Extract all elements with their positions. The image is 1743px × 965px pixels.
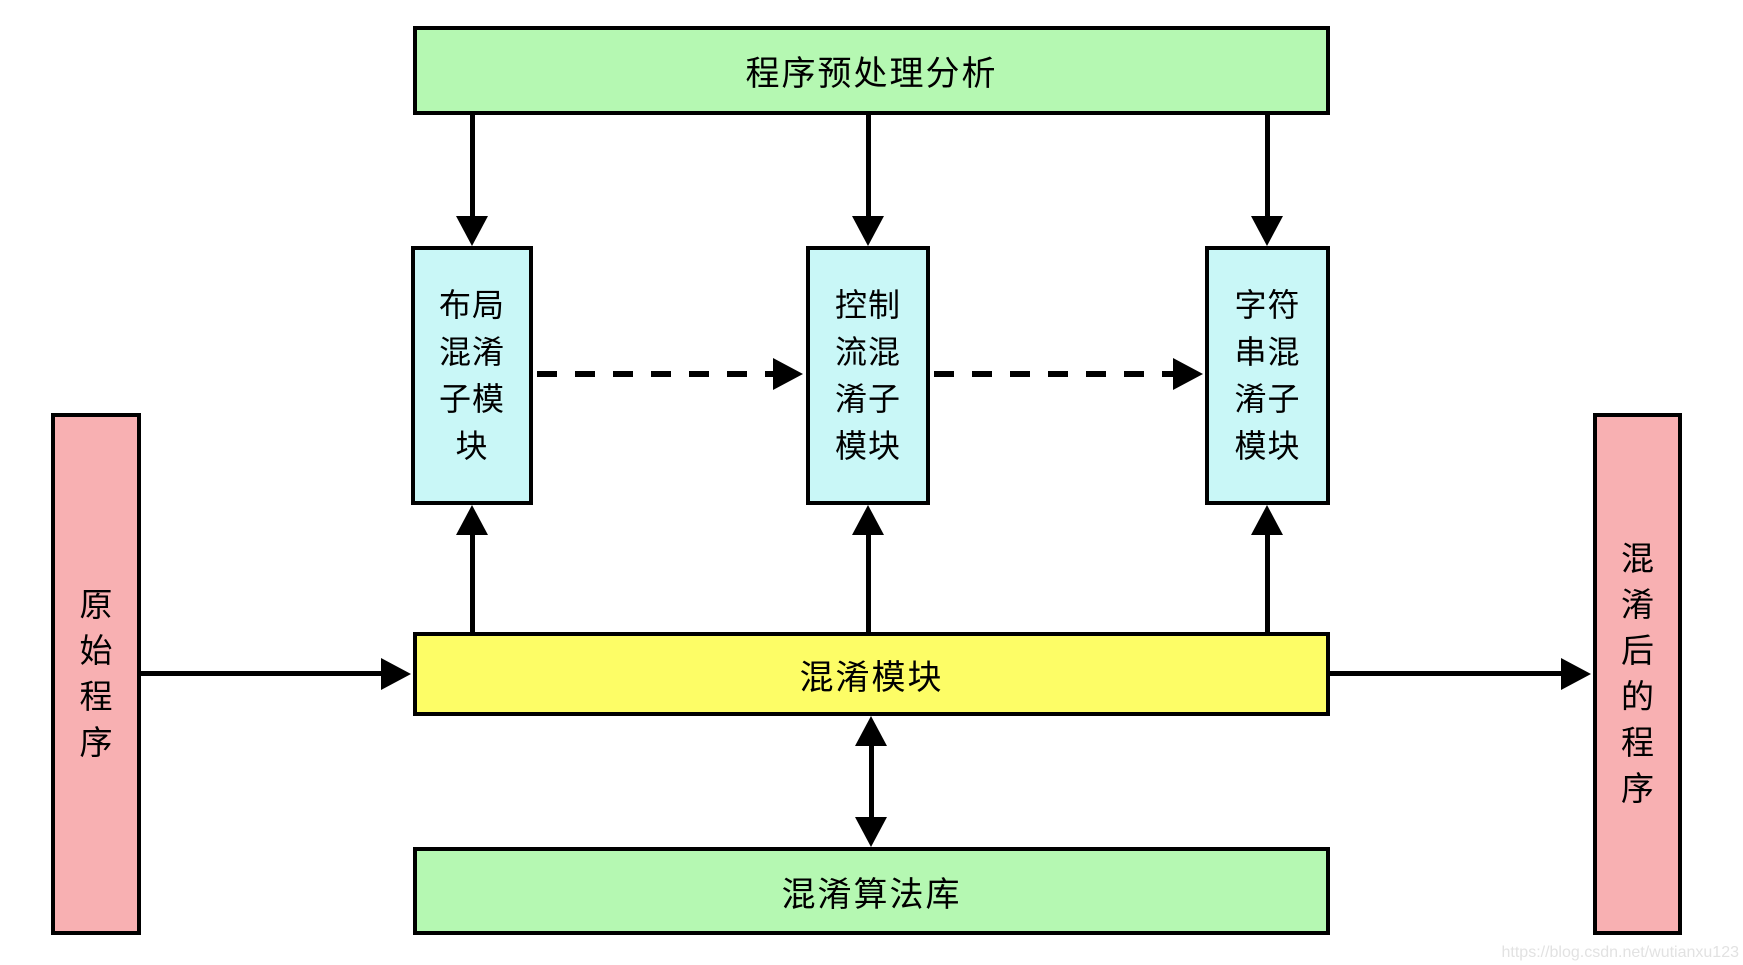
arrow-original-to-module-line bbox=[141, 671, 383, 676]
arrow-layout-to-controlflow-head bbox=[773, 358, 803, 390]
box-original-program-label: 原始程序 bbox=[79, 586, 113, 761]
arrow-module-to-layout-line bbox=[470, 533, 475, 632]
arrow-module-to-obfuscated-line bbox=[1330, 671, 1563, 676]
arrow-controlflow-to-string-dashed-line bbox=[934, 371, 1175, 377]
box-obfuscation-module: 混淆模块 bbox=[413, 632, 1330, 716]
arrow-module-to-layout-head bbox=[456, 505, 488, 535]
box-obfuscated-program: 混淆后的程序 bbox=[1593, 413, 1682, 935]
arrow-original-to-module-head bbox=[381, 658, 411, 690]
arrow-module-library-down-head bbox=[855, 817, 887, 847]
arrow-preprocess-to-controlflow-head bbox=[852, 216, 884, 246]
arrow-module-library-line bbox=[869, 744, 874, 819]
box-obfuscated-program-label: 混淆后的程序 bbox=[1621, 540, 1654, 807]
arrow-preprocess-to-string-head bbox=[1251, 216, 1283, 246]
arrow-module-to-controlflow-head bbox=[852, 505, 884, 535]
arrow-preprocess-to-controlflow-line bbox=[866, 115, 871, 218]
box-algorithm-library-label: 混淆算法库 bbox=[781, 875, 962, 914]
arrow-preprocess-to-layout-line bbox=[470, 115, 475, 218]
box-obfuscation-module-label: 混淆模块 bbox=[799, 658, 944, 697]
arrow-preprocess-to-layout-head bbox=[456, 216, 488, 246]
box-layout-obfuscation-submodule: 布局混淆子模块 bbox=[411, 246, 533, 505]
arrow-module-to-controlflow-line bbox=[866, 533, 871, 632]
arrow-preprocess-to-string-line bbox=[1265, 115, 1270, 218]
box-preprocess-analysis: 程序预处理分析 bbox=[413, 26, 1330, 115]
arrow-module-to-string-line bbox=[1265, 533, 1270, 632]
box-controlflow-obfuscation-label: 控制流混淆子模块 bbox=[834, 286, 901, 464]
arrow-module-to-string-head bbox=[1251, 505, 1283, 535]
arrow-module-library-up-head bbox=[855, 716, 887, 746]
arrow-layout-to-controlflow-dashed-line bbox=[537, 371, 775, 377]
box-original-program: 原始程序 bbox=[51, 413, 141, 935]
arrow-module-to-obfuscated-head bbox=[1561, 658, 1591, 690]
box-layout-obfuscation-label: 布局混淆子模块 bbox=[438, 286, 505, 464]
box-algorithm-library: 混淆算法库 bbox=[413, 847, 1330, 935]
box-string-obfuscation-submodule: 字符串混淆子模块 bbox=[1205, 246, 1330, 505]
watermark-url: https://blog.csdn.net/wutianxu123 bbox=[1501, 944, 1740, 961]
box-preprocess-analysis-label: 程序预处理分析 bbox=[745, 55, 998, 93]
box-controlflow-obfuscation-submodule: 控制流混淆子模块 bbox=[806, 246, 930, 505]
arrow-controlflow-to-string-head bbox=[1173, 358, 1203, 390]
box-string-obfuscation-label: 字符串混淆子模块 bbox=[1234, 286, 1301, 464]
